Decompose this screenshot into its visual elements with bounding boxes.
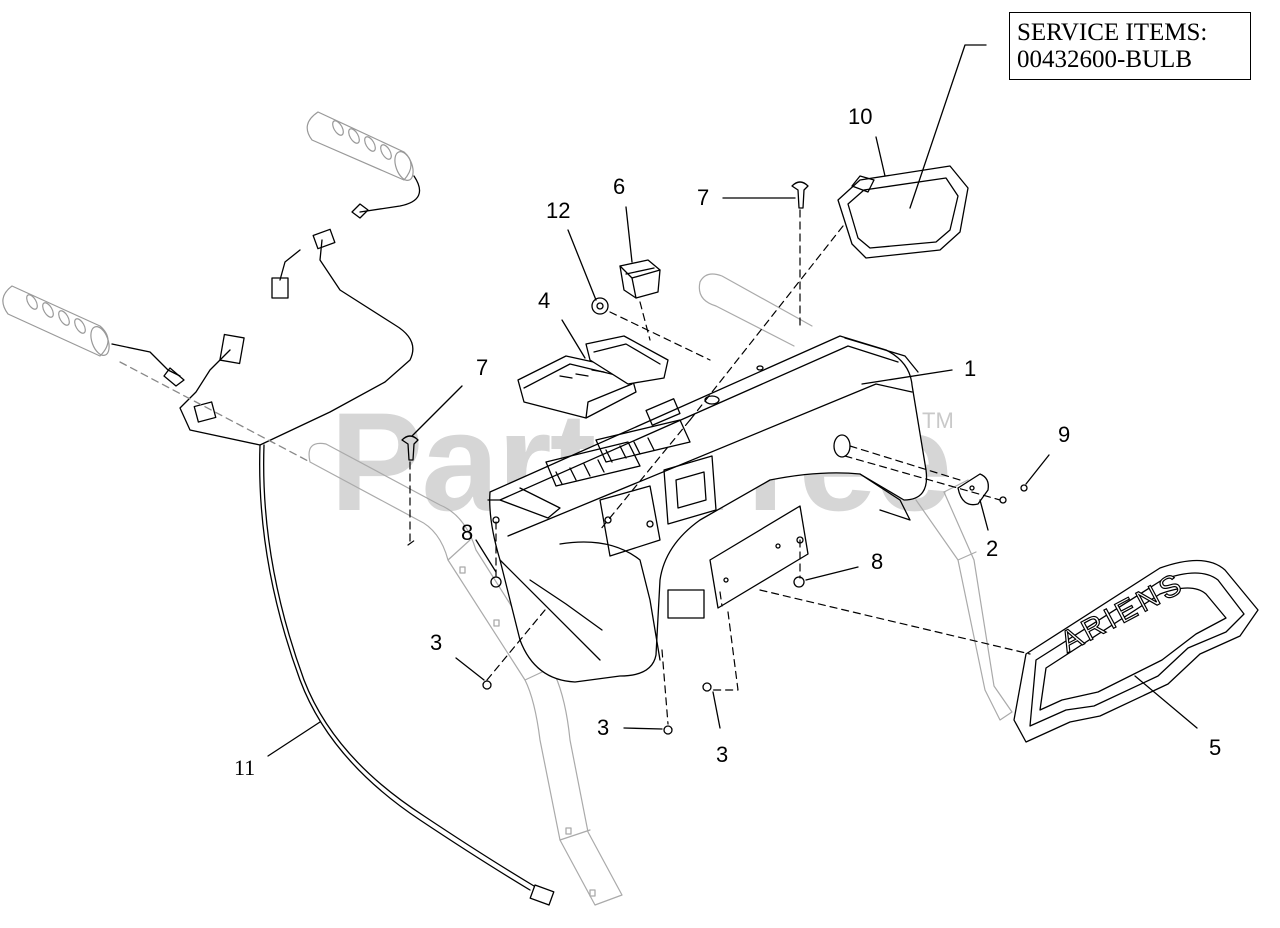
callout-3: 3 (597, 715, 610, 740)
screw-3c (702, 682, 712, 692)
console-cover (517, 335, 669, 419)
callout-7: 7 (476, 355, 489, 380)
panel-housing (487, 335, 928, 683)
lower-grip (2, 285, 110, 357)
callout-10: 10 (848, 104, 873, 129)
screw-3b (663, 725, 673, 735)
watermark-trademark: TM (922, 408, 954, 433)
callout-2: 2 (986, 536, 999, 561)
alignment-line-grip (119, 361, 311, 463)
callout-5: 5 (1209, 735, 1222, 760)
callout-8: 8 (871, 549, 884, 574)
screw-3a (482, 680, 492, 690)
service-items-heading: SERVICE ITEMS: (1017, 19, 1208, 46)
assembly-lines (407, 209, 1031, 725)
callout-6: 6 (613, 174, 626, 199)
screw-7-top (791, 181, 809, 209)
upper-grip (306, 111, 414, 181)
light-assembly (837, 165, 969, 259)
screw-7-left (401, 435, 419, 461)
callout-12: 12 (546, 198, 571, 223)
right-handle-tube (698, 273, 1013, 721)
callout-3: 3 (430, 630, 443, 655)
nut-8-right (793, 576, 805, 588)
callout-3: 3 (716, 742, 729, 767)
wire-harness (111, 175, 555, 906)
service-items-box: SERVICE ITEMS: 00432600-BULB (1009, 12, 1251, 80)
callout-8: 8 (461, 520, 474, 545)
callout-7: 7 (697, 185, 710, 210)
service-items-part: 00432600-BULB (1017, 46, 1192, 73)
callout-11: 11 (234, 755, 256, 780)
callout-9: 9 (1058, 422, 1071, 447)
tube-holes (459, 566, 596, 897)
rocker-switch (619, 259, 661, 299)
indicator-light (591, 297, 609, 315)
callout-4: 4 (538, 288, 551, 313)
nut-9 (1020, 484, 1028, 492)
callout-1: 1 (964, 356, 977, 381)
ariens-nameplate (1013, 559, 1259, 743)
leader-lines (267, 44, 1198, 757)
nut-8-left (490, 576, 502, 588)
